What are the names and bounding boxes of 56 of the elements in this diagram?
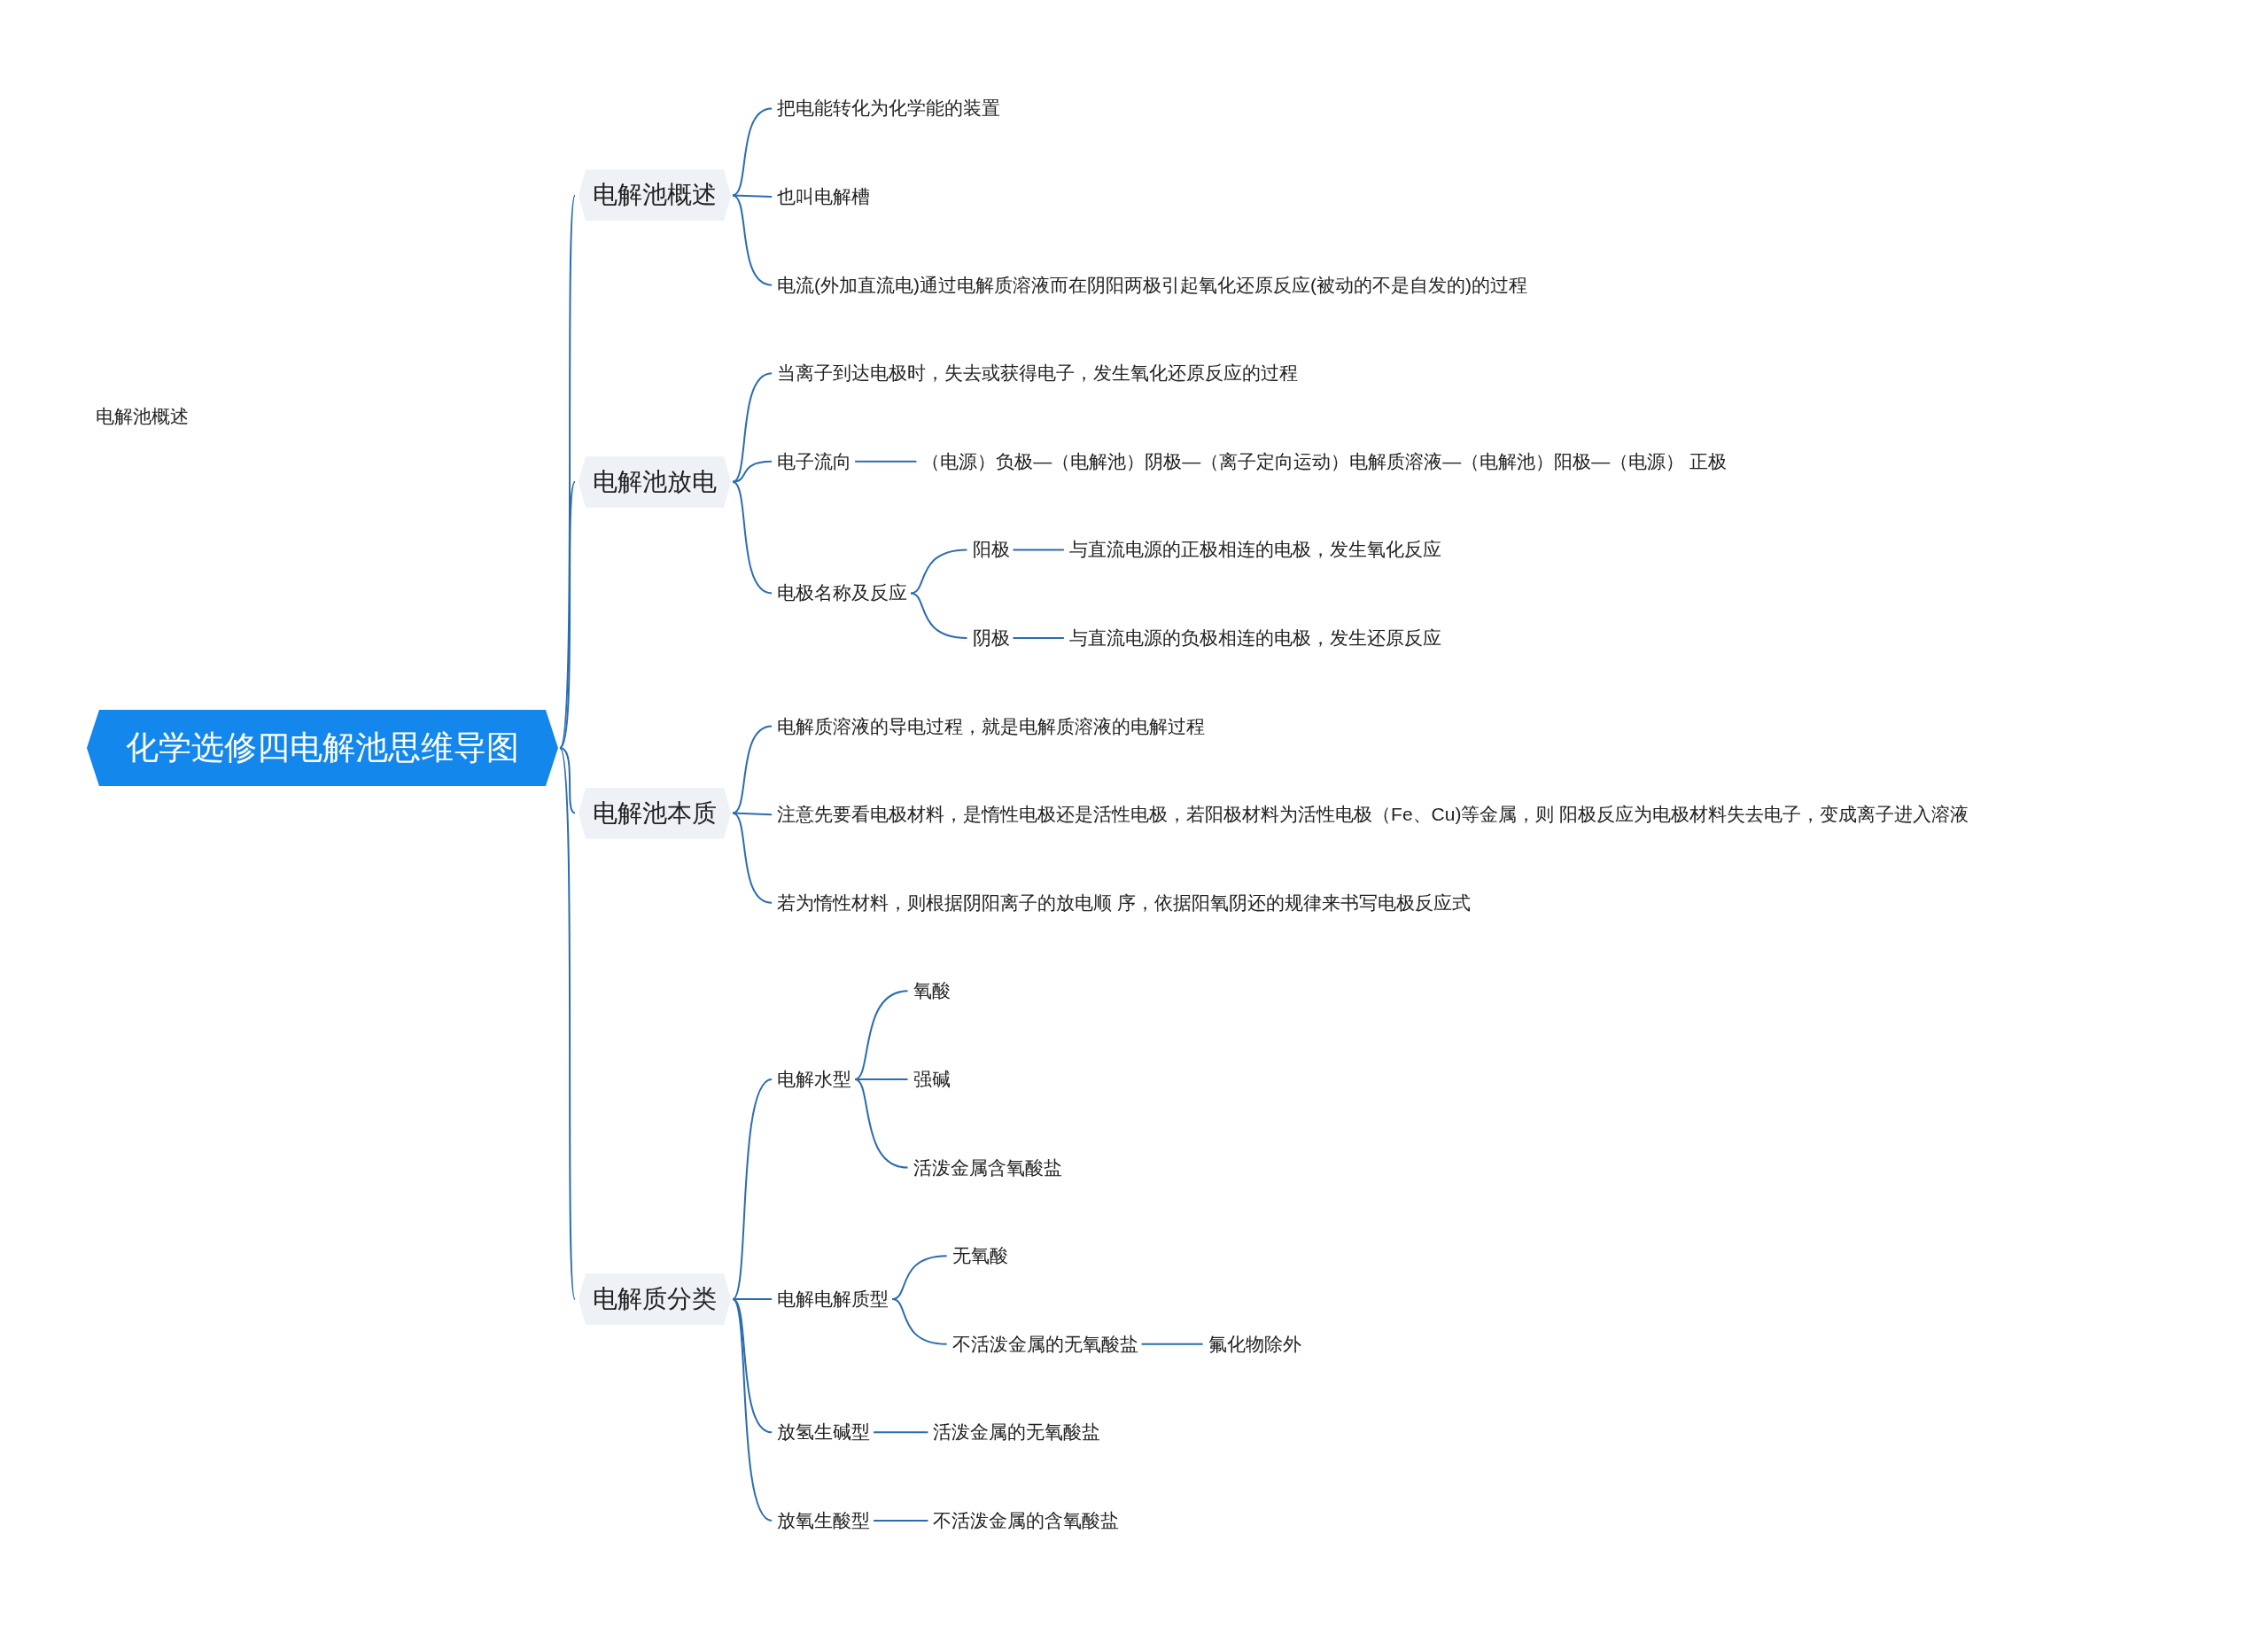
subtopic-text: （电源）负极—（电解池）阴极—（离子定向运动）电解质溶液—（电解池）阳极—（电源） 正极 [920,445,1729,478]
connector-line [873,1431,929,1434]
connector-line [732,194,773,286]
subtopic-text: 阳极 [970,533,1012,566]
connector-line [854,990,909,1080]
subtopic-text: 电解质溶液的导电过程，就是电解质溶液的电解过程 [775,710,1208,743]
connector-line [1140,1343,1204,1345]
subtopic-text: 若为惰性材料，则根据阴阳离子的放电顺 序，依据阳氧阴还的规律来书写电极反应式 [775,886,1472,919]
connector-line [732,194,773,199]
subtopic-text: 电极名称及反应 [775,577,910,610]
connector-line [1012,549,1065,551]
connector-line [732,1298,773,1434]
subtopic-text: 把电能转化为化学能的装置 [775,92,1003,125]
topic-box: 电解池放电 [579,455,732,508]
connector-line [732,1298,773,1301]
topic-box: 电解池本质 [579,787,732,839]
subtopic-text: 与直流电源的负极相连的电极，发生还原反应 [1067,622,1443,654]
connector-line [891,1298,948,1345]
subtopic-text: 阴极 [970,622,1012,654]
connector-line [1012,637,1065,639]
subtopic-text: 活泼金属含氧酸盐 [911,1151,1064,1184]
connector-line [910,549,968,595]
subtopic-text: 氧酸 [911,975,952,1008]
root-topic: 化学选修四电解池思维导图 [86,710,558,787]
subtopic-text: 电解电解质型 [775,1283,891,1316]
subtopic-text: 电解水型 [775,1063,854,1095]
subtopic-text: 放氧生酸型 [775,1504,873,1537]
subtopic-text: 电流(外加直流电)通过电解质溶液而在阴阳两极引起氧化还原反应(被动的不是自发的)的过程 [775,269,1530,301]
connector-line [558,480,577,750]
connector-line [732,725,773,814]
connector-line [558,747,577,1301]
connector-line [854,1078,909,1169]
subtopic-text: 放氢生碱型 [775,1416,873,1449]
subtopic-text: 也叫电解槽 [775,181,873,214]
connector-line [732,460,773,483]
connector-line [558,747,577,814]
floating-topic: 电解池概述 [95,405,189,429]
connector-line [873,1519,929,1522]
subtopic-text: 与直流电源的正极相连的电极，发生氧化反应 [1067,533,1443,566]
connector-line [854,460,918,463]
subtopic-text: 强碱 [911,1063,952,1095]
subtopic-text: 电子流向 [775,445,854,478]
connector-line [732,812,773,904]
subtopic-text: 不活泼金属的含氧酸盐 [931,1504,1122,1537]
connector-line [732,1078,773,1301]
topic-box: 电解池概述 [579,169,732,222]
subtopic-text: 活泼金属的无氧酸盐 [931,1416,1103,1449]
subtopic-text: 不活泼金属的无氧酸盐 [950,1327,1140,1360]
subtopic-text: 氟化物除外 [1206,1327,1303,1360]
topic-box: 电解质分类 [579,1273,732,1326]
connector-line [910,592,968,639]
subtopic-text: 无氧酸 [950,1240,1010,1273]
subtopic-text: 当离子到达电极时，失去或获得电子，发生氧化还原反应的过程 [775,357,1301,390]
connector-line [732,480,773,595]
subtopic-text: 注意先要看电极材料，是惰性电极还是活性电极，若阳极材料为活性电极（Fe、Cu)等金属，则 阳极反应为电极材料失去电子，变成离子进入溶液 [775,798,1971,831]
connector-line [732,1298,773,1522]
